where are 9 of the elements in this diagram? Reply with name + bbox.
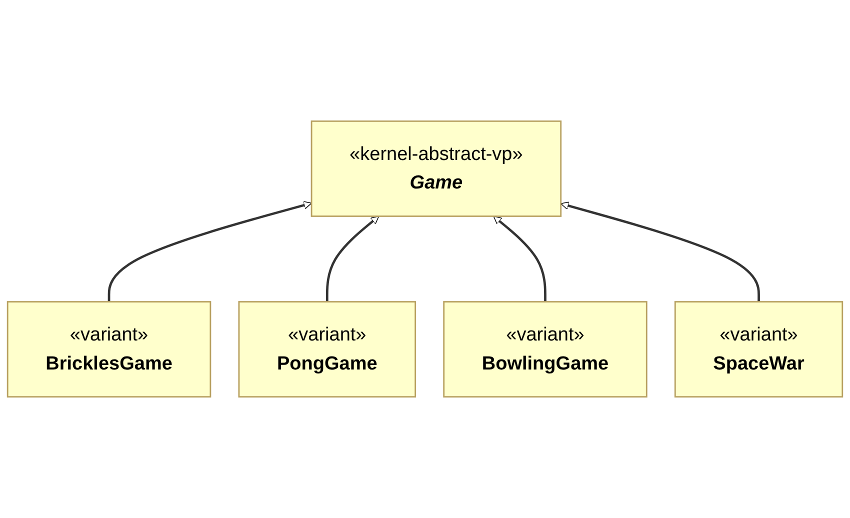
node-box: «variant» SpaceWar: [674, 301, 844, 398]
arrow: [108, 201, 312, 302]
node-box: «variant» PongGame: [238, 301, 416, 398]
node-box: «variant» BowlingGame: [443, 301, 648, 398]
node-box: «variant» BricklesGame: [6, 301, 212, 398]
arrow: [493, 216, 546, 302]
arrow: [326, 216, 380, 302]
arrow: [560, 202, 760, 302]
node-box: «kernel-abstract-vp» Game: [310, 120, 562, 217]
